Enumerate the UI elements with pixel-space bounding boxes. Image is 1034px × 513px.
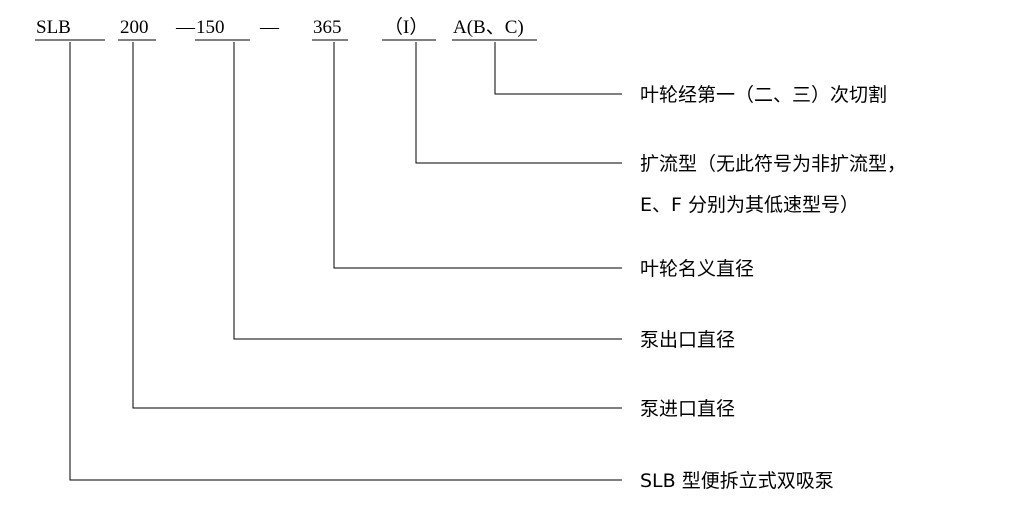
code-dash-2: —: [259, 17, 280, 38]
code-dash-1: —: [175, 17, 196, 38]
label-inlet: 泵进口直径: [640, 398, 735, 420]
explanations: 叶轮经第一（二、三）次切割 扩流型（无此符号为非扩流型， E、F 分别为其低速型…: [640, 84, 906, 492]
connector-impeller: [333, 42, 622, 269]
label-cut: 叶轮经第一（二、三）次切割: [640, 84, 887, 106]
model-code: SLB 200 — 150 — 365 （I） A(B、C): [36, 16, 524, 38]
code-inlet: 200: [120, 17, 149, 38]
code-cut: A(B、C): [453, 17, 524, 38]
code-series: SLB: [36, 17, 71, 38]
code-type: （I）: [384, 16, 428, 38]
connector-outlet: [233, 42, 622, 340]
label-type-line-1: 扩流型（无此符号为非扩流型，: [640, 153, 906, 175]
label-impeller: 叶轮名义直径: [640, 258, 754, 280]
code-outlet: 150: [196, 17, 225, 38]
connector-inlet: [132, 42, 622, 409]
label-series: SLB 型便拆立式双吸泵: [640, 470, 834, 492]
code-impeller: 365: [313, 17, 342, 38]
connectors: [69, 42, 622, 481]
label-type-line-2: E、F 分别为其低速型号）: [640, 194, 859, 216]
label-outlet: 泵出口直径: [640, 329, 735, 351]
connector-cut: [494, 42, 622, 95]
connector-type: [415, 42, 622, 164]
connector-series: [69, 42, 622, 481]
